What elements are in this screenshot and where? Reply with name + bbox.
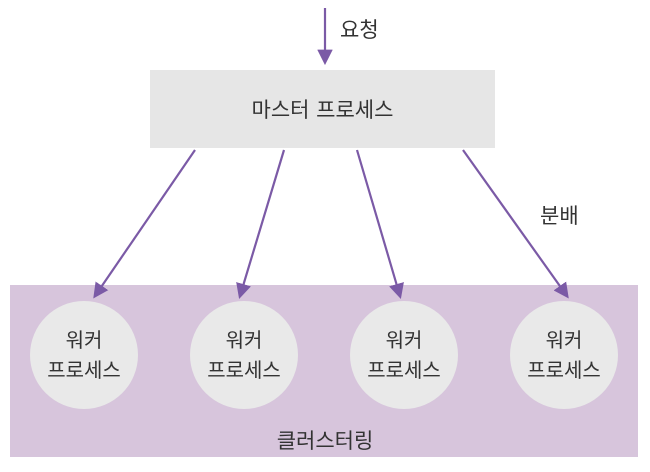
worker-label-line1: 워커	[385, 328, 423, 352]
worker-label-line2: 프로세스	[527, 358, 601, 382]
worker-process-node: 워커 프로세스	[190, 301, 298, 409]
worker-process-node: 워커 프로세스	[350, 301, 458, 409]
worker-label-line2: 프로세스	[47, 358, 121, 382]
distribute-arrow-1	[93, 149, 196, 299]
worker-label-line1: 워커	[545, 328, 583, 352]
distribute-label: 분배	[540, 204, 579, 228]
distribute-arrow-2	[236, 149, 286, 299]
master-process-box: 마스터 프로세스	[150, 70, 495, 148]
worker-label-line1: 워커	[65, 328, 103, 352]
worker-label-line1: 워커	[225, 328, 263, 352]
clustering-label: 클러스터링	[276, 429, 374, 453]
distribute-arrow-4	[462, 149, 569, 299]
distribute-arrow-3	[355, 149, 404, 299]
worker-process-node: 워커 프로세스	[30, 301, 138, 409]
worker-label-line2: 프로세스	[367, 358, 441, 382]
worker-process-node: 워커 프로세스	[510, 301, 618, 409]
master-process-label: 마스터 프로세스	[251, 98, 394, 122]
request-label: 요청	[340, 18, 379, 42]
worker-label-line2: 프로세스	[207, 358, 281, 382]
